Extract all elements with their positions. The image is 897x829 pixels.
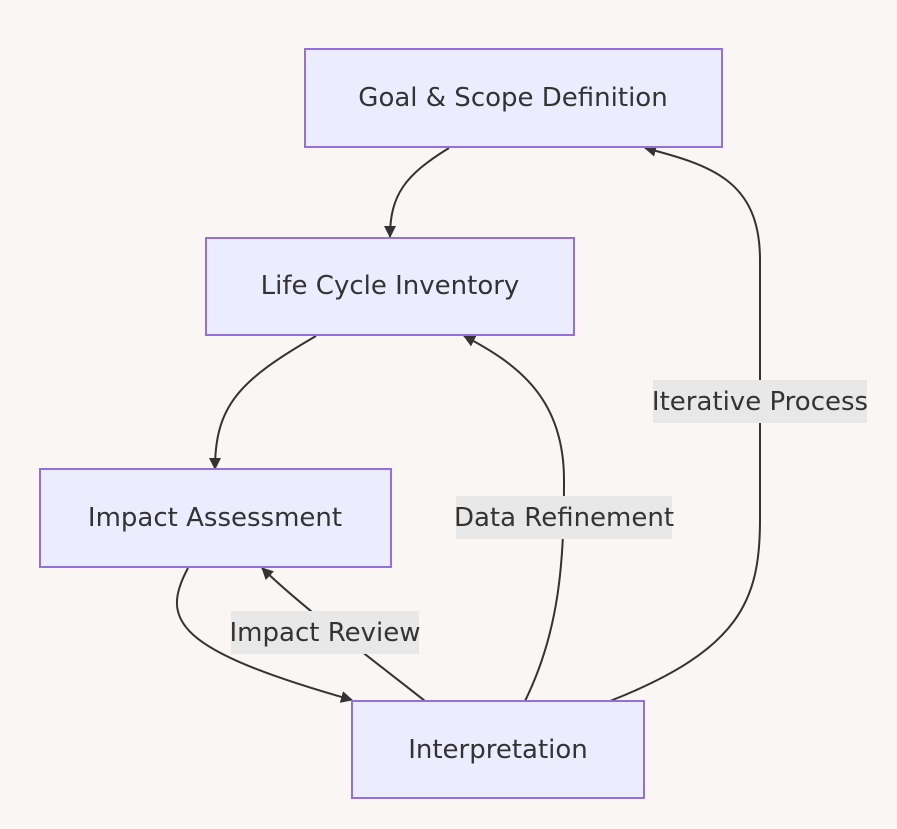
node-goal-scope-definition[interactable]: Goal & Scope Definition — [304, 48, 723, 148]
edges — [175, 144, 761, 703]
node-label: Interpretation — [408, 735, 588, 765]
node-box — [351, 700, 645, 799]
edge-label-data-refinement: Data Refinement — [454, 496, 674, 539]
edge-label-background — [653, 380, 867, 423]
node-impact-assessment[interactable]: Impact Assessment — [39, 468, 392, 568]
node-label: Goal & Scope Definition — [358, 83, 667, 113]
node-life-cycle-inventory[interactable]: Life Cycle Inventory — [205, 237, 575, 336]
node-box — [39, 468, 392, 568]
node-box — [205, 237, 575, 336]
edge-label-data-refinement-text: Data Refinement — [454, 503, 674, 533]
edge-label-background — [231, 611, 419, 654]
edge-inventory-to-assessment — [209, 335, 317, 470]
edge-label-iterative-process: Iterative Process — [652, 380, 868, 423]
edge-assessment-to-interpretation — [175, 567, 353, 703]
node-label: Life Cycle Inventory — [261, 271, 520, 301]
edge-interpretation-to-inventory — [463, 335, 566, 702]
edge-label-background — [456, 496, 672, 539]
edge-goal-to-inventory — [384, 147, 450, 238]
edge-label-iterative-process-text: Iterative Process — [652, 387, 868, 417]
node-box — [304, 48, 723, 148]
edge-label-impact-review: Impact Review — [230, 611, 421, 654]
edge-interpretation-to-goal — [609, 144, 761, 702]
node-interpretation[interactable]: Interpretation — [351, 700, 645, 799]
edge-label-impact-review-text: Impact Review — [230, 618, 421, 648]
node-label: Impact Assessment — [88, 503, 342, 533]
